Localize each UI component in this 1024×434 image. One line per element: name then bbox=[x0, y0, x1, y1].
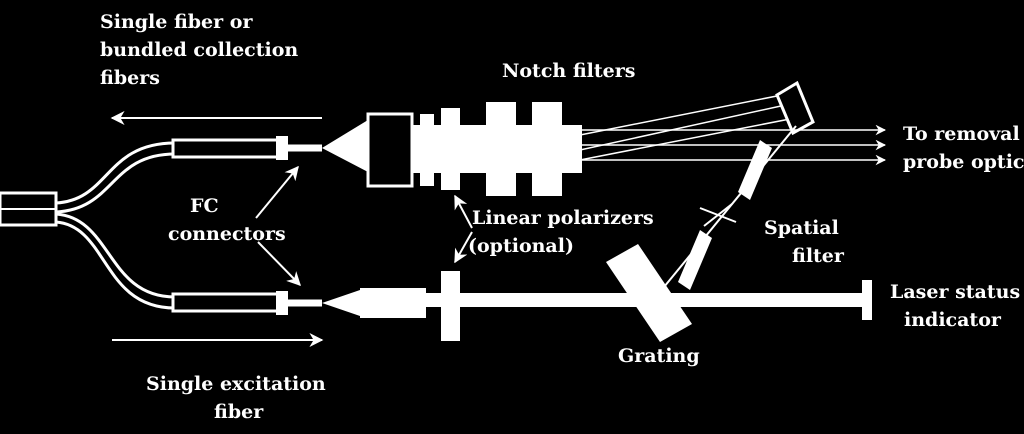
collection-fiber bbox=[55, 136, 322, 214]
spatial-filter-label-line1: Spatial bbox=[764, 217, 839, 239]
laser-status-label-line2: indicator bbox=[904, 309, 1002, 331]
output-beams bbox=[580, 124, 887, 166]
notch-filters-label: Notch filters bbox=[502, 60, 635, 82]
direction-arrows bbox=[110, 111, 324, 347]
spatial-filter-label-line2: filter bbox=[792, 245, 845, 267]
grating-label: Grating bbox=[618, 345, 700, 367]
grating bbox=[606, 244, 692, 342]
linear-polarizers-label-line1: Linear polarizers bbox=[472, 207, 654, 229]
excitation-fiber-label-line1: Single excitation bbox=[146, 373, 326, 395]
to-probe-label-line1: To removal bbox=[903, 123, 1020, 145]
to-probe-label-line2: probe optic bbox=[903, 151, 1024, 173]
excitation-fiber-label-line2: fiber bbox=[214, 401, 264, 423]
polarizer-top bbox=[420, 108, 460, 190]
notch-filters bbox=[486, 102, 562, 196]
pointer-arrows bbox=[255, 165, 473, 287]
fc-connectors-label-line2: connectors bbox=[168, 223, 286, 245]
linear-polarizers-label-line2: (optional) bbox=[468, 235, 574, 257]
collection-fibers-label-line3: fibers bbox=[100, 67, 160, 89]
collection-fibers-label-line1: Single fiber or bbox=[100, 11, 253, 33]
collection-beam bbox=[579, 93, 796, 161]
fc-connectors-label-line1: FC bbox=[190, 195, 219, 217]
mirror bbox=[775, 80, 815, 136]
spatial-filter-arm bbox=[654, 125, 797, 299]
excitation-optics bbox=[322, 271, 872, 341]
collection-fibers-label-line2: bundled collection bbox=[100, 39, 298, 61]
excitation-fiber bbox=[55, 212, 322, 315]
laser-status-label-line1: Laser status bbox=[890, 281, 1020, 303]
fiber-bundle bbox=[0, 191, 58, 227]
